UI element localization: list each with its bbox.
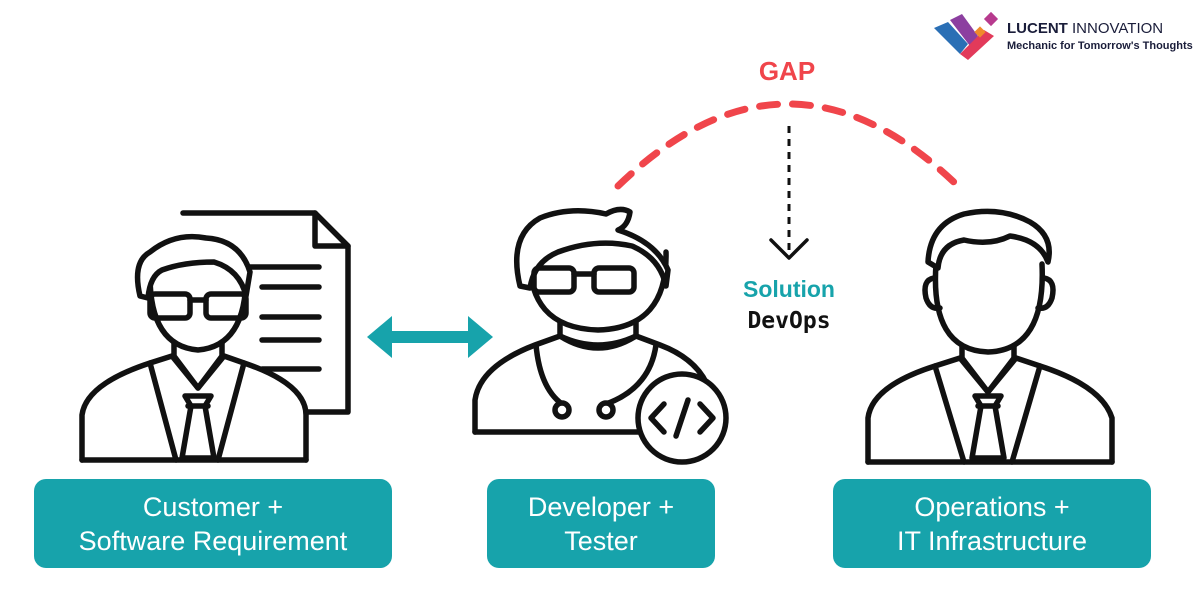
code-icon	[635, 371, 729, 465]
logo-icon	[934, 11, 999, 60]
gap-arc	[614, 100, 962, 190]
solution-name: DevOps	[747, 308, 831, 334]
logo-tagline: Mechanic for Tomorrow's Thoughts	[1007, 40, 1193, 52]
developer-label-line1: Developer +	[527, 491, 675, 522]
logo: LUCENT INNOVATION Mechanic for Tomorrow'…	[932, 13, 1193, 61]
solution-arrow	[769, 126, 809, 260]
operations-figure	[865, 208, 1115, 465]
developer-label-line2: Tester	[564, 525, 638, 556]
logo-name: LUCENT INNOVATION	[1007, 20, 1164, 37]
operations-label-box: Operations + IT Infrastructure	[833, 479, 1151, 568]
developer-figure	[472, 206, 729, 465]
customer-label-box: Customer + Software Requirement	[34, 479, 392, 568]
customer-figure	[79, 210, 351, 463]
customer-label-line1: Customer +	[142, 491, 284, 522]
operations-label-line2: IT Infrastructure	[896, 525, 1088, 556]
operations-label-line1: Operations +	[914, 491, 1070, 522]
gap-label: GAP	[758, 56, 816, 86]
customer-label-line2: Software Requirement	[78, 525, 348, 556]
solution-label: Solution	[743, 276, 835, 302]
double-arrow-icon	[367, 316, 493, 358]
developer-label-box: Developer + Tester	[487, 479, 715, 568]
